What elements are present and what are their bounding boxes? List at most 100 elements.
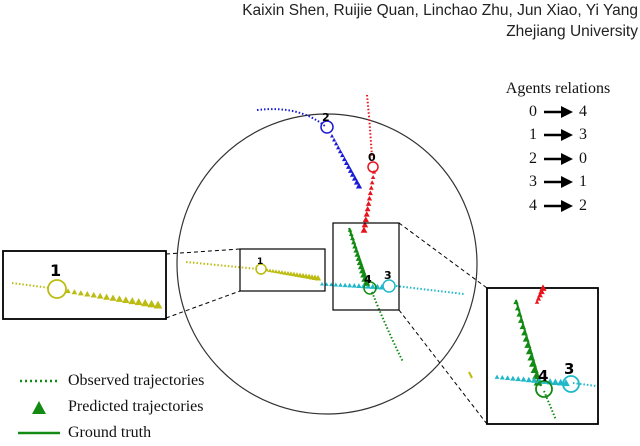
relation-from: 1: [529, 126, 537, 144]
predicted-point: [510, 375, 516, 381]
legend-ground-truth-label: Ground truth: [68, 424, 152, 441]
predicted-point: [351, 175, 358, 181]
agent-label-2: 2: [322, 111, 330, 124]
connector-left-top: [165, 248, 241, 255]
predicted-point: [332, 137, 337, 142]
predicted-point: [360, 283, 367, 289]
predicted-point: [562, 379, 570, 387]
predicted-point: [361, 221, 369, 228]
predicted-point: [336, 145, 341, 150]
predicted-point: [356, 283, 362, 288]
ground-truth-4: [348, 227, 370, 287]
predicted-point: [96, 292, 104, 299]
relation-row: 0 4: [488, 100, 628, 124]
predicted-trajectory-0: [360, 169, 377, 233]
predicted-point: [530, 377, 538, 383]
predicted-point: [147, 299, 156, 308]
zoom-region-right: [332, 222, 400, 311]
inset-left-predicted: [65, 288, 163, 309]
predicted-point: [270, 268, 276, 273]
relation-to: 0: [579, 149, 587, 167]
observed-trajectory-0: [366, 94, 373, 159]
predicted-point: [314, 274, 322, 281]
observed-trajectory-3: [395, 285, 465, 295]
right-arrow-icon: [544, 199, 573, 212]
predicted-point: [347, 167, 354, 173]
relation-row: 3 1: [488, 171, 628, 195]
right-arrow-icon: [544, 105, 573, 118]
predicted-point: [360, 226, 368, 233]
legend-ground-truth: Ground truth: [16, 420, 204, 446]
predicted-point: [362, 216, 369, 222]
predicted-point: [115, 295, 124, 302]
relation-from: 0: [529, 102, 537, 120]
predicted-point: [355, 182, 363, 189]
predicted-point: [347, 282, 353, 288]
agent-marker-3: [382, 279, 396, 293]
legend-predicted-label: Predicted trajectories: [68, 398, 204, 415]
agent-marker-0: [367, 161, 379, 173]
connector-left-bottom: [165, 290, 241, 319]
predicted-point: [534, 299, 540, 304]
predicted-point: [141, 298, 150, 307]
relation-row: 4 2: [488, 194, 628, 218]
predicted-point: [282, 270, 288, 275]
agent-marker-2: [320, 120, 334, 134]
inset-right-label-3: 3: [564, 360, 574, 378]
predicted-point: [333, 282, 339, 287]
predicted-point: [153, 300, 163, 309]
inset-left-marker: [47, 279, 67, 299]
inset-right-observed-3: [572, 382, 597, 387]
connector-right-bottom: [398, 309, 488, 425]
predicted-point: [351, 283, 357, 288]
relations-title: Agents relations: [505, 80, 611, 97]
legend: Observed trajectories Predicted trajecto…: [16, 368, 204, 446]
author-block: Kaixin Shen, Ruijie Quan, Linchao Zhu, J…: [242, 0, 638, 42]
predicted-point: [365, 200, 372, 206]
inset-right-marker-4: [535, 380, 553, 398]
observed-trajectory-4: [371, 291, 404, 363]
inset-right: [486, 287, 599, 425]
predicted-trajectory-2: [330, 134, 363, 189]
agent-label-1: 1: [257, 257, 263, 267]
scene-circle: [176, 113, 478, 415]
predicted-point: [103, 293, 110, 300]
predicted-point: [345, 164, 352, 169]
predicted-point: [288, 271, 294, 276]
predicted-point: [334, 141, 339, 146]
predicted-point: [369, 283, 376, 289]
predicted-point: [353, 179, 360, 185]
predicted-trajectory-3: [320, 282, 386, 290]
predicted-point: [538, 288, 545, 295]
predicted-point: [366, 195, 373, 201]
relation-row: 2 0: [488, 147, 628, 171]
predicted-point: [369, 180, 375, 185]
predicted-point: [504, 375, 511, 381]
inset-left: [2, 250, 167, 320]
predicted-point: [329, 282, 334, 287]
predicted-point: [71, 289, 78, 295]
observed-trajectory-1: [185, 261, 259, 270]
authors-line: Kaixin Shen, Ruijie Quan, Linchao Zhu, J…: [242, 2, 638, 19]
right-arrow-icon: [544, 129, 573, 142]
predicted-point: [368, 185, 374, 190]
predicted-point: [291, 271, 297, 277]
predicted-point: [370, 175, 376, 180]
predicted-point: [65, 288, 71, 294]
inset-right-predicted-3: [494, 374, 570, 387]
right-arrow-icon: [544, 152, 573, 165]
relation-to: 4: [579, 102, 587, 120]
predicted-point: [535, 295, 542, 301]
affiliation-line: Zhejiang University: [506, 23, 638, 40]
solid-line-icon: [18, 431, 60, 435]
legend-predicted: Predicted trajectories: [16, 394, 204, 420]
predicted-point: [525, 376, 532, 383]
relation-from: 2: [529, 149, 537, 167]
agent-label-4: 4: [364, 273, 372, 286]
right-arrow-icon: [544, 176, 573, 189]
predicted-point: [109, 294, 117, 301]
predicted-point: [279, 270, 285, 275]
predicted-point: [539, 284, 547, 291]
relation-from: 3: [529, 173, 537, 191]
